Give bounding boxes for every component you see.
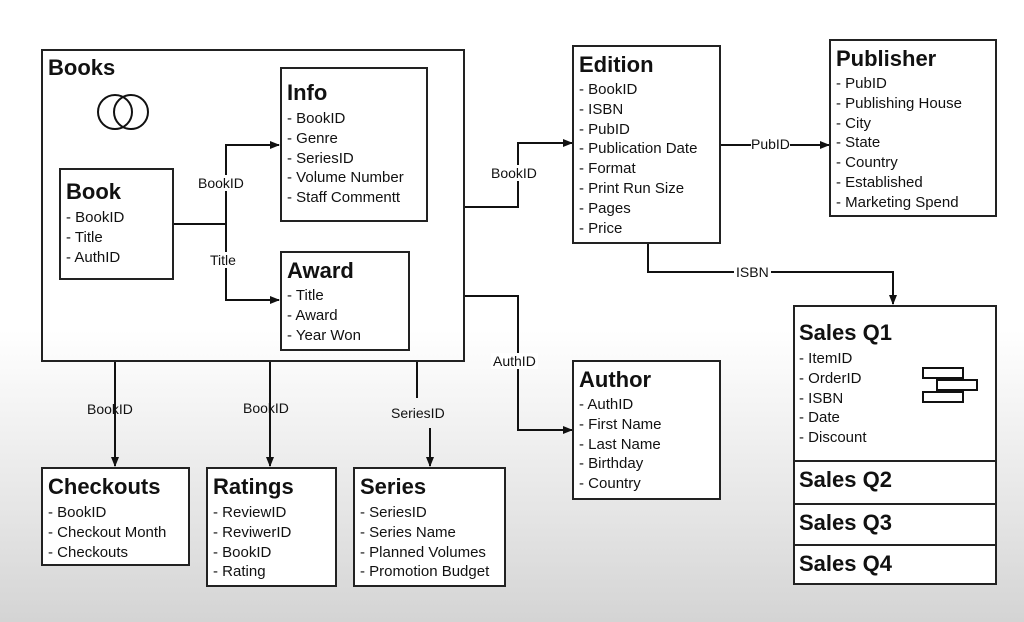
field: Last Name bbox=[579, 435, 662, 455]
edition-table[interactable]: Edition BookID ISBN PubID Publication Da… bbox=[572, 45, 721, 244]
field: Price bbox=[579, 219, 697, 239]
field: Year Won bbox=[287, 326, 361, 346]
field: BookID bbox=[579, 80, 697, 100]
ratings-title: Ratings bbox=[213, 474, 294, 499]
series-fields: SeriesID Series Name Planned Volumes Pro… bbox=[360, 503, 489, 582]
publisher-table[interactable]: Publisher PubID Publishing House City St… bbox=[829, 39, 997, 217]
field: Print Run Size bbox=[579, 179, 697, 199]
field: Series Name bbox=[360, 523, 489, 543]
field: Staff Commentt bbox=[287, 188, 404, 208]
info-table[interactable]: Info BookID Genre SeriesID Volume Number… bbox=[280, 67, 428, 222]
books-title: Books bbox=[48, 55, 116, 80]
edition-title: Edition bbox=[579, 52, 654, 77]
author-fields: AuthID First Name Last Name Birthday Cou… bbox=[579, 395, 662, 494]
connector-book-award bbox=[225, 224, 280, 304]
field: State bbox=[836, 133, 962, 153]
award-title: Award bbox=[287, 258, 354, 283]
stacked-blocks-icon bbox=[922, 367, 978, 403]
field: Discount bbox=[799, 428, 866, 448]
venn-icon bbox=[97, 94, 149, 130]
field: SeriesID bbox=[360, 503, 489, 523]
book-title: Book bbox=[66, 179, 121, 204]
field: OrderID bbox=[799, 369, 867, 389]
connector-label-edition-sales: ISBN bbox=[734, 264, 771, 280]
field: ReviewID bbox=[213, 503, 291, 523]
field: Established bbox=[836, 173, 962, 193]
field: BookID bbox=[48, 503, 166, 523]
sales-q4-row[interactable]: Sales Q4 bbox=[795, 544, 995, 585]
field: Publication Date bbox=[579, 139, 697, 159]
field: City bbox=[836, 114, 962, 134]
sales-q2-title: Sales Q2 bbox=[799, 467, 892, 492]
sales-q3-title: Sales Q3 bbox=[799, 510, 892, 535]
field: Checkout Month bbox=[48, 523, 166, 543]
sales-q3-row[interactable]: Sales Q3 bbox=[795, 503, 995, 545]
field: AuthID bbox=[579, 395, 662, 415]
connector-label-book-award: Title bbox=[208, 252, 238, 268]
field: Birthday bbox=[579, 454, 662, 474]
field: Title bbox=[287, 286, 361, 306]
award-table[interactable]: Award Title Award Year Won bbox=[280, 251, 410, 351]
info-title: Info bbox=[287, 80, 328, 105]
sales-q2-row[interactable]: Sales Q2 bbox=[795, 460, 995, 504]
book-table[interactable]: Book BookID Title AuthID bbox=[59, 168, 174, 280]
field: Promotion Budget bbox=[360, 562, 489, 582]
field: Country bbox=[579, 474, 662, 494]
field: ISBN bbox=[799, 389, 867, 409]
sales-q4-title: Sales Q4 bbox=[799, 551, 892, 576]
ratings-fields: ReviewID ReviwerID BookID Rating bbox=[213, 503, 291, 582]
series-title: Series bbox=[360, 474, 427, 499]
connector-books-series bbox=[416, 361, 430, 466]
field: Pages bbox=[579, 199, 697, 219]
field: ISBN bbox=[579, 100, 697, 120]
sales-q1-fields: ItemID OrderID ISBN Date Discount bbox=[799, 349, 867, 448]
series-table[interactable]: Series SeriesID Series Name Planned Volu… bbox=[353, 467, 506, 587]
checkouts-title: Checkouts bbox=[48, 474, 161, 499]
connector-label-books-edition: BookID bbox=[489, 165, 539, 181]
field: Publishing House bbox=[836, 94, 962, 114]
field: SeriesID bbox=[287, 149, 404, 169]
connector-label-books-checkouts: BookID bbox=[87, 401, 133, 417]
connector-label-books-ratings: BookID bbox=[243, 400, 289, 416]
books-container[interactable]: Books bbox=[41, 49, 465, 362]
connector-label-edition-publisher: PubID bbox=[751, 136, 790, 152]
field: Marketing Spend bbox=[836, 193, 962, 213]
field: BookID bbox=[287, 109, 404, 129]
edition-fields: BookID ISBN PubID Publication Date Forma… bbox=[579, 80, 697, 238]
field: BookID bbox=[213, 543, 291, 563]
connector-label-books-author: AuthID bbox=[491, 353, 538, 369]
field: First Name bbox=[579, 415, 661, 435]
field: ItemID bbox=[799, 349, 867, 369]
field: Genre bbox=[287, 129, 404, 149]
publisher-fields: PubID Publishing House City State Countr… bbox=[836, 74, 962, 213]
field: ReviwerID bbox=[213, 523, 291, 543]
field: Checkouts bbox=[48, 543, 166, 563]
checkouts-table[interactable]: Checkouts BookID Checkout Month Checkout… bbox=[41, 467, 190, 566]
field: Title bbox=[66, 228, 124, 248]
field: Volume Number bbox=[287, 168, 404, 188]
ratings-table[interactable]: Ratings ReviewID ReviwerID BookID Rating bbox=[206, 467, 337, 587]
field: Country bbox=[836, 153, 962, 173]
field: Planned Volumes bbox=[360, 543, 489, 563]
sales-table[interactable]: Sales Q1 ItemID OrderID ISBN Date Discou… bbox=[793, 305, 997, 585]
field: AuthID bbox=[66, 248, 124, 268]
field: Date bbox=[799, 408, 867, 428]
connector-label-book-info: BookID bbox=[196, 175, 246, 191]
checkouts-fields: BookID Checkout Month Checkouts bbox=[48, 503, 166, 562]
field: PubID bbox=[836, 74, 962, 94]
publisher-title: Publisher bbox=[836, 46, 937, 71]
field: BookID bbox=[66, 208, 124, 228]
sales-q1-title: Sales Q1 bbox=[799, 320, 892, 345]
field: Award bbox=[287, 306, 361, 326]
field: Rating bbox=[213, 562, 291, 582]
award-fields: Title Award Year Won bbox=[287, 286, 361, 345]
field: Format bbox=[579, 159, 697, 179]
info-fields: BookID Genre SeriesID Volume Number Staf… bbox=[287, 109, 404, 208]
author-title: Author bbox=[579, 367, 652, 392]
author-table[interactable]: Author AuthID First Name Last Name Birth… bbox=[572, 360, 721, 500]
field: PubID bbox=[579, 120, 697, 140]
connector-label-books-series: SeriesID bbox=[391, 405, 445, 421]
book-fields: BookID Title AuthID bbox=[66, 208, 124, 267]
